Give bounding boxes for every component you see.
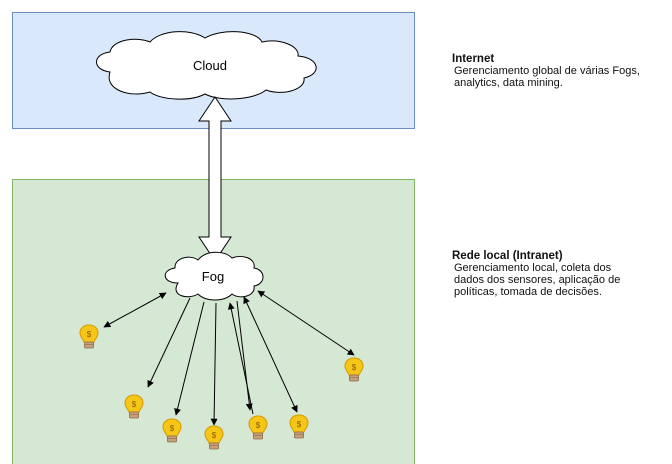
cloud-shape <box>96 31 317 100</box>
fog-sensor-link-6 <box>236 300 253 411</box>
lightbulb-dollar-icon: $ <box>248 415 268 440</box>
internet-description: Gerenciamento global de várias Fogs, ana… <box>454 65 640 89</box>
intranet-description: Gerenciamento local, coleta dos dados do… <box>454 262 621 298</box>
intranet-label-block: Rede local (Intranet) Gerenciamento loca… <box>452 250 622 298</box>
fog-sensor-link-8 <box>257 290 355 356</box>
sensor-glyph: $ <box>352 363 357 372</box>
lightbulb-dollar-icon: $ <box>124 394 144 419</box>
fog-sensor-link-2 <box>147 297 191 388</box>
fog-sensor-link-7 <box>243 296 298 413</box>
internet-label-block: Internet Gerenciamento global de várias … <box>452 53 668 89</box>
sensor-glyph: $ <box>170 424 175 433</box>
lightbulb-dollar-icon: $ <box>344 357 364 382</box>
lightbulb-dollar-icon: $ <box>204 425 224 450</box>
sensor-glyph: $ <box>212 431 217 440</box>
intranet-title: Rede local (Intranet) <box>452 250 563 262</box>
sensor-icon-group: $ $ $ $ $ $ $ <box>79 324 364 450</box>
sensor-glyph: $ <box>297 420 302 429</box>
sensor-glyph: $ <box>87 330 92 339</box>
lightbulb-dollar-icon: $ <box>162 418 182 443</box>
lightbulb-dollar-icon: $ <box>79 324 99 349</box>
cloud-label: Cloud <box>193 58 227 73</box>
fog-sensor-link-1 <box>103 292 167 328</box>
sensor-glyph: $ <box>256 421 261 430</box>
fog-label: Fog <box>202 269 224 284</box>
fog-sensor-link-4 <box>210 302 218 426</box>
lightbulb-dollar-icon: $ <box>289 414 309 439</box>
internet-title: Internet <box>452 53 495 65</box>
fog-sensor-link-3 <box>174 301 205 416</box>
fog-sensor-link-5 <box>227 302 254 415</box>
cloud-fog-link-arrow <box>198 96 232 262</box>
sensor-glyph: $ <box>132 400 137 409</box>
fog-shape <box>164 251 264 301</box>
